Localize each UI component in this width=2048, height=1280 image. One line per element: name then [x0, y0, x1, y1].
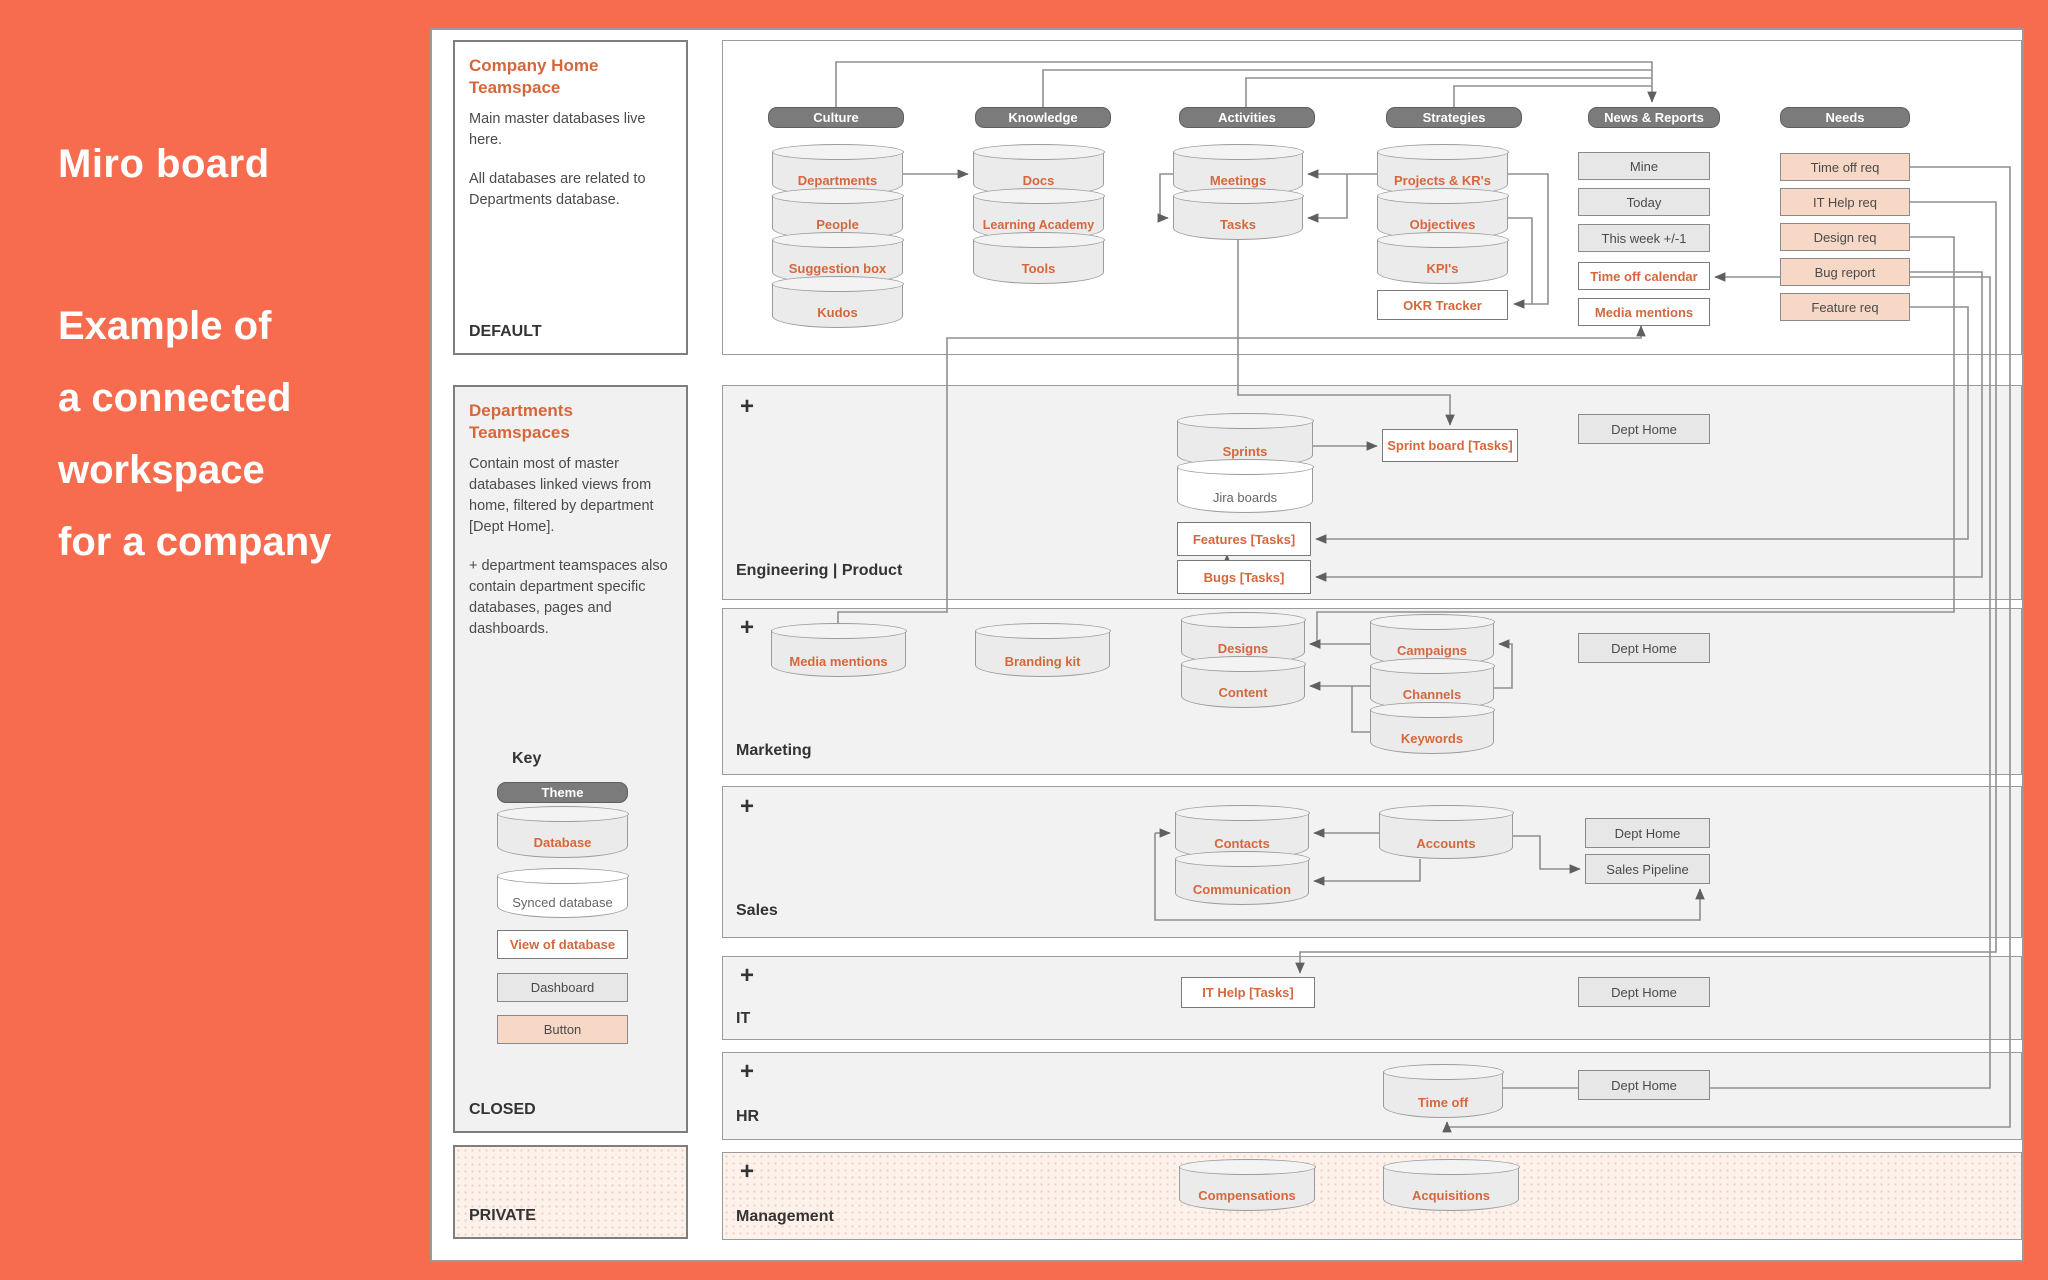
board-subtitle-line: Example of — [58, 304, 272, 348]
departments-title: Departments Teamspaces — [469, 401, 573, 442]
management-label: Management — [736, 1208, 834, 1225]
theme-activities[interactable]: Activities — [1179, 107, 1315, 128]
company-home-title: Company Home Teamspace — [469, 56, 599, 97]
engineering-label: Engineering | Product — [736, 562, 903, 579]
key-dashboard-swatch[interactable]: Dashboard — [497, 973, 628, 1002]
button-bug-report[interactable]: Bug report — [1780, 258, 1910, 286]
private-label: PRIVATE — [469, 1207, 536, 1224]
db-tasks[interactable]: Tasks — [1172, 188, 1304, 240]
button-time-off-req[interactable]: Time off req — [1780, 153, 1910, 181]
sales-dept-home[interactable]: Dept Home — [1585, 818, 1710, 848]
engineering-plus[interactable]: + — [740, 393, 755, 420]
view-it-help-tasks[interactable]: IT Help [Tasks] — [1181, 977, 1315, 1008]
db-content[interactable]: Content — [1180, 656, 1306, 708]
board-title: Miro board — [58, 142, 270, 186]
marketing-dept-home[interactable]: Dept Home — [1578, 633, 1710, 663]
db-media-mentions[interactable]: Media mentions — [770, 623, 907, 677]
view-bugs-tasks[interactable]: Bugs [Tasks] — [1177, 560, 1311, 594]
db-time-off[interactable]: Time off — [1382, 1064, 1504, 1118]
key-button-swatch[interactable]: Button — [497, 1015, 628, 1044]
db-communication[interactable]: Communication — [1174, 851, 1310, 905]
db-designs[interactable]: Designs — [1180, 612, 1306, 664]
db-docs[interactable]: Docs — [972, 144, 1105, 196]
it-plus[interactable]: + — [740, 962, 755, 989]
db-compensations[interactable]: Compensations — [1178, 1159, 1316, 1211]
dashboard-today[interactable]: Today — [1578, 188, 1710, 216]
departments-para1: Contain most of master databases linked … — [469, 456, 654, 535]
db-sprints[interactable]: Sprints — [1176, 413, 1314, 467]
view-features-tasks[interactable]: Features [Tasks] — [1177, 522, 1311, 556]
company-home-panel[interactable]: Company Home Teamspace Main master datab… — [453, 40, 688, 355]
db-branding-kit[interactable]: Branding kit — [974, 623, 1111, 677]
view-media-mentions[interactable]: Media mentions — [1578, 298, 1710, 326]
default-label: DEFAULT — [469, 323, 542, 340]
key-title: Key — [512, 750, 542, 767]
sales-label: Sales — [736, 902, 778, 919]
hr-dept-home[interactable]: Dept Home — [1578, 1070, 1710, 1100]
dashboard-mine[interactable]: Mine — [1578, 152, 1710, 180]
hr-label: HR — [736, 1108, 760, 1125]
it-dept-home[interactable]: Dept Home — [1578, 977, 1710, 1007]
db-objectives[interactable]: Objectives — [1376, 188, 1509, 240]
db-kudos[interactable]: Kudos — [771, 276, 904, 328]
key-database-swatch[interactable]: Database — [496, 806, 629, 858]
closed-label: CLOSED — [469, 1101, 536, 1118]
view-okr-tracker[interactable]: OKR Tracker — [1377, 290, 1508, 320]
board-subtitle-line: a connected — [58, 376, 292, 420]
management-plus[interactable]: + — [740, 1158, 755, 1185]
db-acquisitions[interactable]: Acquisitions — [1382, 1159, 1520, 1211]
theme-news-reports[interactable]: News & Reports — [1588, 107, 1720, 128]
view-sprint-board-tasks[interactable]: Sprint board [Tasks] — [1382, 429, 1518, 462]
management-frame — [722, 1152, 2022, 1240]
view-time-off-calendar[interactable]: Time off calendar — [1578, 262, 1710, 290]
marketing-plus[interactable]: + — [740, 614, 755, 641]
db-kpis[interactable]: KPI's — [1376, 232, 1509, 284]
db-accounts[interactable]: Accounts — [1378, 805, 1514, 859]
hr-plus[interactable]: + — [740, 1058, 755, 1085]
key-theme-swatch[interactable]: Theme — [497, 782, 628, 803]
theme-strategies[interactable]: Strategies — [1386, 107, 1522, 128]
board-subtitle-line: workspace — [58, 448, 265, 492]
engineering-frame — [722, 385, 2022, 600]
dashboard-this-week[interactable]: This week +/-1 — [1578, 224, 1710, 252]
it-frame — [722, 956, 2022, 1040]
db-channels[interactable]: Channels — [1369, 658, 1495, 710]
button-it-help-req[interactable]: IT Help req — [1780, 188, 1910, 216]
departments-para2: + department teamspaces also contain dep… — [469, 558, 668, 637]
private-panel[interactable]: PRIVATE — [453, 1145, 688, 1239]
company-home-para2: All databases are related to Departments… — [469, 171, 646, 208]
db-meetings[interactable]: Meetings — [1172, 144, 1304, 196]
sales-frame — [722, 786, 2022, 938]
theme-knowledge[interactable]: Knowledge — [975, 107, 1111, 128]
sales-pipeline-dashboard[interactable]: Sales Pipeline — [1585, 854, 1710, 884]
db-jira-boards[interactable]: Jira boards — [1176, 459, 1314, 513]
company-home-para1: Main master databases live here. — [469, 111, 646, 148]
departments-panel[interactable]: Departments Teamspaces Contain most of m… — [453, 385, 688, 1133]
db-tools[interactable]: Tools — [972, 232, 1105, 284]
key-synced-database-swatch[interactable]: Synced database — [496, 868, 629, 918]
theme-culture[interactable]: Culture — [768, 107, 904, 128]
board-subtitle: Example of a connected workspace for a c… — [58, 290, 331, 578]
key-view-swatch[interactable]: View of database — [497, 930, 628, 959]
hr-frame — [722, 1052, 2022, 1140]
board-subtitle-line: for a company — [58, 520, 332, 564]
button-feature-req[interactable]: Feature req — [1780, 293, 1910, 321]
it-label: IT — [736, 1010, 751, 1027]
engineering-dept-home[interactable]: Dept Home — [1578, 414, 1710, 444]
marketing-label: Marketing — [736, 742, 812, 759]
db-keywords[interactable]: Keywords — [1369, 702, 1495, 754]
sales-plus[interactable]: + — [740, 793, 755, 820]
theme-needs[interactable]: Needs — [1780, 107, 1910, 128]
button-design-req[interactable]: Design req — [1780, 223, 1910, 251]
